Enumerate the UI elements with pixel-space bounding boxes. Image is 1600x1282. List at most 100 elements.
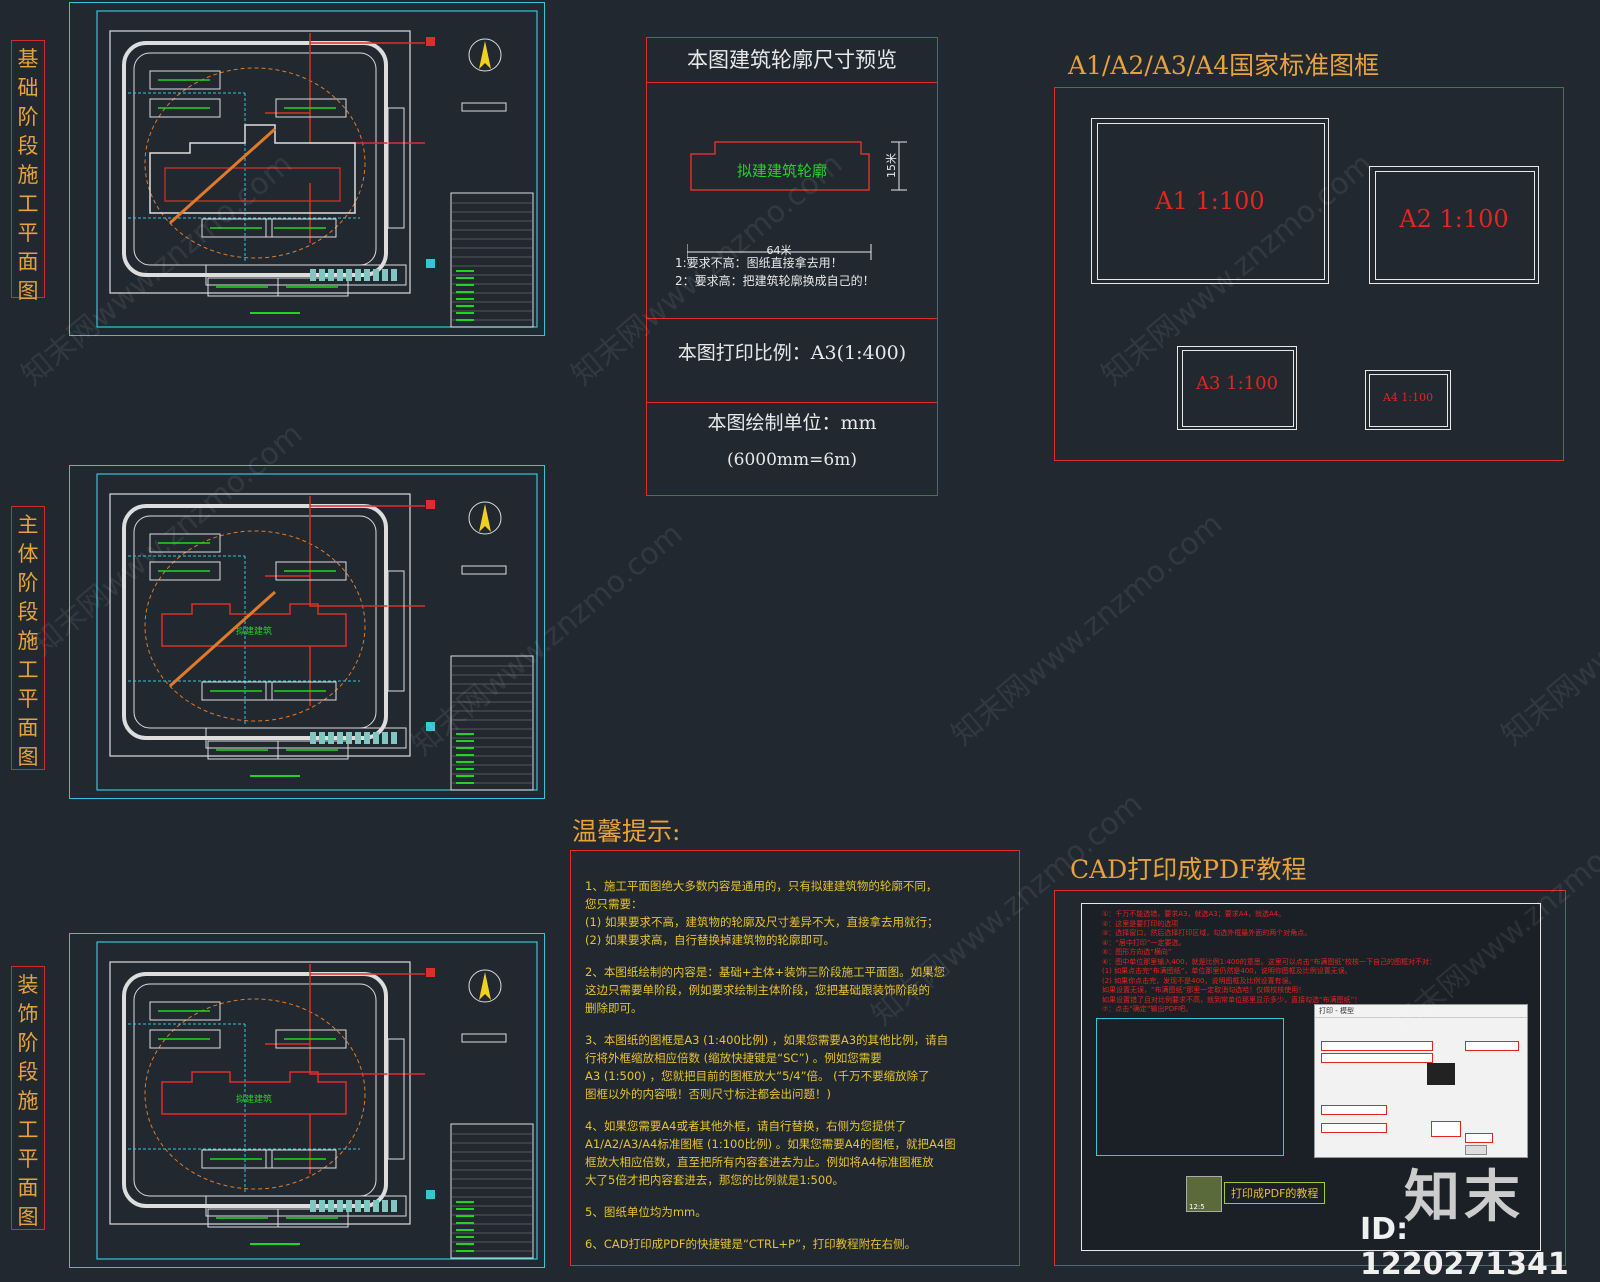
storage-bay	[310, 1200, 316, 1212]
plan-structure[interactable]: 拟建建筑	[69, 465, 545, 799]
foundation-pit	[164, 167, 341, 202]
frame-a4[interactable]: A4 1:100	[1365, 370, 1451, 430]
storage-bay	[364, 732, 370, 744]
tutorial-step: (2) 如果你点击完，发现不是400，说明图框及比例设置有误。	[1102, 976, 1296, 985]
divider	[647, 402, 937, 403]
hydrant-marker	[426, 500, 435, 509]
ring-road-inner	[133, 52, 377, 266]
tutorial-step: (1) 如果点击完“布满图纸”，单位那里仍然是400，说明你图框及比例设置无误。	[1102, 967, 1352, 975]
frames-title: A1/A2/A3/A4国家标准图框	[1068, 51, 1380, 80]
ring-road-inner	[133, 983, 377, 1197]
side-shed	[387, 107, 405, 229]
tutorial-step: 如果设置无误，“布满图纸”那里一定取消勾选哈！仅做校核使用！	[1102, 986, 1306, 994]
storage-bay	[364, 1200, 370, 1212]
building-label: 拟建建筑	[236, 1093, 272, 1105]
tips-list: 1、施工平面图绝大多数内容是通用的，只有拟建建筑物的轮廓不同， 您只需要： (1…	[585, 877, 1009, 1253]
tip-item: 2、本图纸绘制的内容是：基础+主体+装饰三阶段施工平面图。如果您 这边只需要单阶…	[585, 963, 1009, 1017]
tips-title: 温馨提示:	[572, 817, 681, 846]
plan-decoration[interactable]: 拟建建筑	[69, 933, 545, 1268]
preview-note-2: 2：要求高：把建筑轮廓换成自己的！	[675, 274, 875, 288]
proposed-building	[149, 124, 356, 214]
ring-road	[122, 41, 388, 277]
tutorial-step: 如果设置错了且对比例要求不高，就到常单位那里显示多少，直接勾选“布满图纸”！	[1102, 995, 1362, 1004]
temp-facility	[149, 1029, 221, 1049]
legend-table	[450, 1123, 534, 1259]
tutorial-steps: ①：千万不能选错，要求A3，就选A3；要求A4，就选A4。②：这里是要打印的选项…	[1102, 910, 1436, 1015]
temp-water-line	[265, 964, 425, 1174]
temp-power-line	[128, 1023, 360, 1194]
frame-a2[interactable]: A2 1:100	[1369, 166, 1539, 284]
scale-bar	[461, 1033, 507, 1043]
preview-title: 本图建筑轮廓尺寸预览	[687, 48, 897, 72]
storage-bay	[319, 269, 325, 281]
frame-a3[interactable]: A3 1:100	[1177, 346, 1297, 430]
id-text: ID: 1220271341	[1360, 1212, 1569, 1282]
tower-crane-boom	[168, 127, 277, 225]
tip-text: 6、CAD打印成PDF的快捷键是“CTRL+P”，打印教程附在右侧。	[585, 1237, 917, 1251]
tutorial-step: ④：“居中打印”一定要选。	[1102, 938, 1186, 947]
material-yard	[205, 264, 407, 286]
frame-a1[interactable]: A1 1:100	[1091, 118, 1329, 284]
dialog-field	[1321, 1041, 1433, 1051]
tip-text: 3、本图纸的图框是A3 (1:400比例) ，如果您需要A3的其他比例，请自 行…	[585, 1033, 949, 1101]
temp-water-line	[265, 33, 425, 243]
storage-bay	[337, 269, 343, 281]
north-arrow-ring	[468, 969, 502, 1003]
storage-bay	[382, 269, 388, 281]
ring-road	[122, 504, 388, 740]
plan-foundation[interactable]	[69, 2, 545, 336]
hydrant-marker	[426, 37, 435, 46]
proposed-building	[161, 1071, 347, 1115]
outline-label: 拟建建筑轮廓	[736, 162, 827, 180]
dialog-ok-button[interactable]	[1465, 1145, 1487, 1155]
temp-facility	[201, 218, 273, 238]
north-arrow	[479, 41, 491, 69]
temp-power-line	[128, 92, 360, 263]
temp-facility	[201, 1149, 273, 1169]
dialog-field	[1465, 1041, 1519, 1051]
tutorial-screenshot: ①：千万不能选错，要求A3，就选A3；要求A4，就选A4。②：这里是要打印的选项…	[1081, 903, 1541, 1251]
stage-label-text: 主体阶段施工平面图	[17, 513, 39, 769]
site-boundary	[109, 961, 411, 1225]
storage-bay	[355, 732, 361, 744]
draw-unit: 本图绘制单位：mm	[707, 412, 877, 434]
scale-bar	[461, 102, 507, 112]
temp-facility	[275, 561, 347, 581]
tip-item: 3、本图纸的图框是A3 (1:400比例) ，如果您需要A3的其他比例，请自 行…	[585, 1031, 1009, 1103]
print-dialog[interactable]: 打印 - 模型	[1314, 1004, 1528, 1158]
tutorial-step: ⑥：图中单位那里输入400，就是比例1:400的意思。这里可以点击“布满图纸”校…	[1102, 957, 1437, 966]
storage-bay	[355, 1200, 361, 1212]
crane-radius	[144, 998, 366, 1190]
dialog-field	[1431, 1121, 1461, 1137]
print-dialog-title: 打印 - 模型	[1315, 1005, 1527, 1018]
storage-bay	[373, 732, 379, 744]
material-yard	[205, 727, 407, 749]
stage-label-text: 装饰阶段施工平面图	[17, 973, 39, 1229]
site-plan-drawing: 拟建建筑	[96, 941, 538, 1260]
stage-label-structure: 主体阶段施工平面图	[11, 506, 45, 770]
frame-a3-label: A3 1:100	[1195, 373, 1279, 394]
storage-bay	[337, 732, 343, 744]
video-thumbnail[interactable]: 12:5	[1186, 1176, 1222, 1212]
tutorial-link-label: 打印成PDF的教程	[1231, 1187, 1319, 1200]
scale-bar	[461, 565, 507, 575]
temp-facility	[265, 1149, 337, 1169]
tip-item: 5、图纸单位均为mm。	[585, 1203, 1009, 1221]
side-shed	[387, 570, 405, 692]
storage-bay	[391, 1200, 397, 1212]
north-arrow	[479, 972, 491, 1000]
storage-bay	[328, 732, 334, 744]
storage-bay	[310, 732, 316, 744]
divider	[647, 82, 937, 83]
print-preview-area	[1096, 1018, 1284, 1156]
temp-facility	[201, 681, 273, 701]
outline-preview	[687, 141, 907, 260]
video-time: 12:5	[1189, 1203, 1205, 1211]
storage-bay	[328, 269, 334, 281]
site-plan-drawing: 拟建建筑	[96, 473, 538, 791]
tutorial-link-button[interactable]: 打印成PDF的教程	[1224, 1182, 1326, 1204]
watermark-text: 知末网www.znzmo.com	[945, 506, 1230, 753]
dim-width: 64米	[766, 244, 792, 257]
tips-panel: 1、施工平面图绝大多数内容是通用的，只有拟建建筑物的轮廓不同， 您只需要： (1…	[570, 850, 1020, 1266]
storage-bay	[328, 1200, 334, 1212]
